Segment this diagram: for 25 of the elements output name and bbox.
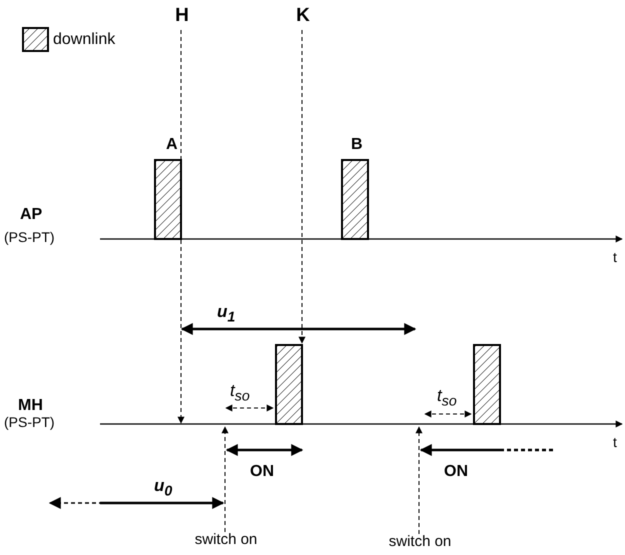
row-sublabel: (PS-PT) [4, 415, 55, 429]
interval-label: t$_{so}$ [230, 382, 250, 404]
arrow [298, 30, 306, 344]
event-label: switch on [382, 534, 458, 554]
burst-label: A [166, 137, 178, 153]
downlink-bar [473, 344, 501, 425]
row-sublabel: (PS-PT) [4, 230, 55, 244]
row-label: MH [18, 398, 43, 414]
interval-label: t$_{so}$ [437, 387, 457, 409]
marker-arrow [178, 30, 184, 424]
instant-label: H [172, 6, 192, 28]
axis-label: t [613, 435, 617, 449]
event-label: switch on [188, 532, 264, 552]
downlink-bar [275, 344, 303, 425]
interval-label: u$_{0}$ [154, 477, 172, 499]
axis-label: t [613, 250, 617, 264]
burst-label: B [351, 137, 363, 153]
marker-arrow [222, 426, 228, 532]
instant-label: K [292, 6, 314, 28]
interval-label: u$_{1}$ [217, 303, 236, 325]
row-label: AP [20, 207, 42, 223]
state-label: ON [250, 464, 274, 480]
state-label: ON [444, 464, 468, 480]
legend-label: downlink [53, 30, 116, 48]
marker-arrow [416, 426, 422, 534]
